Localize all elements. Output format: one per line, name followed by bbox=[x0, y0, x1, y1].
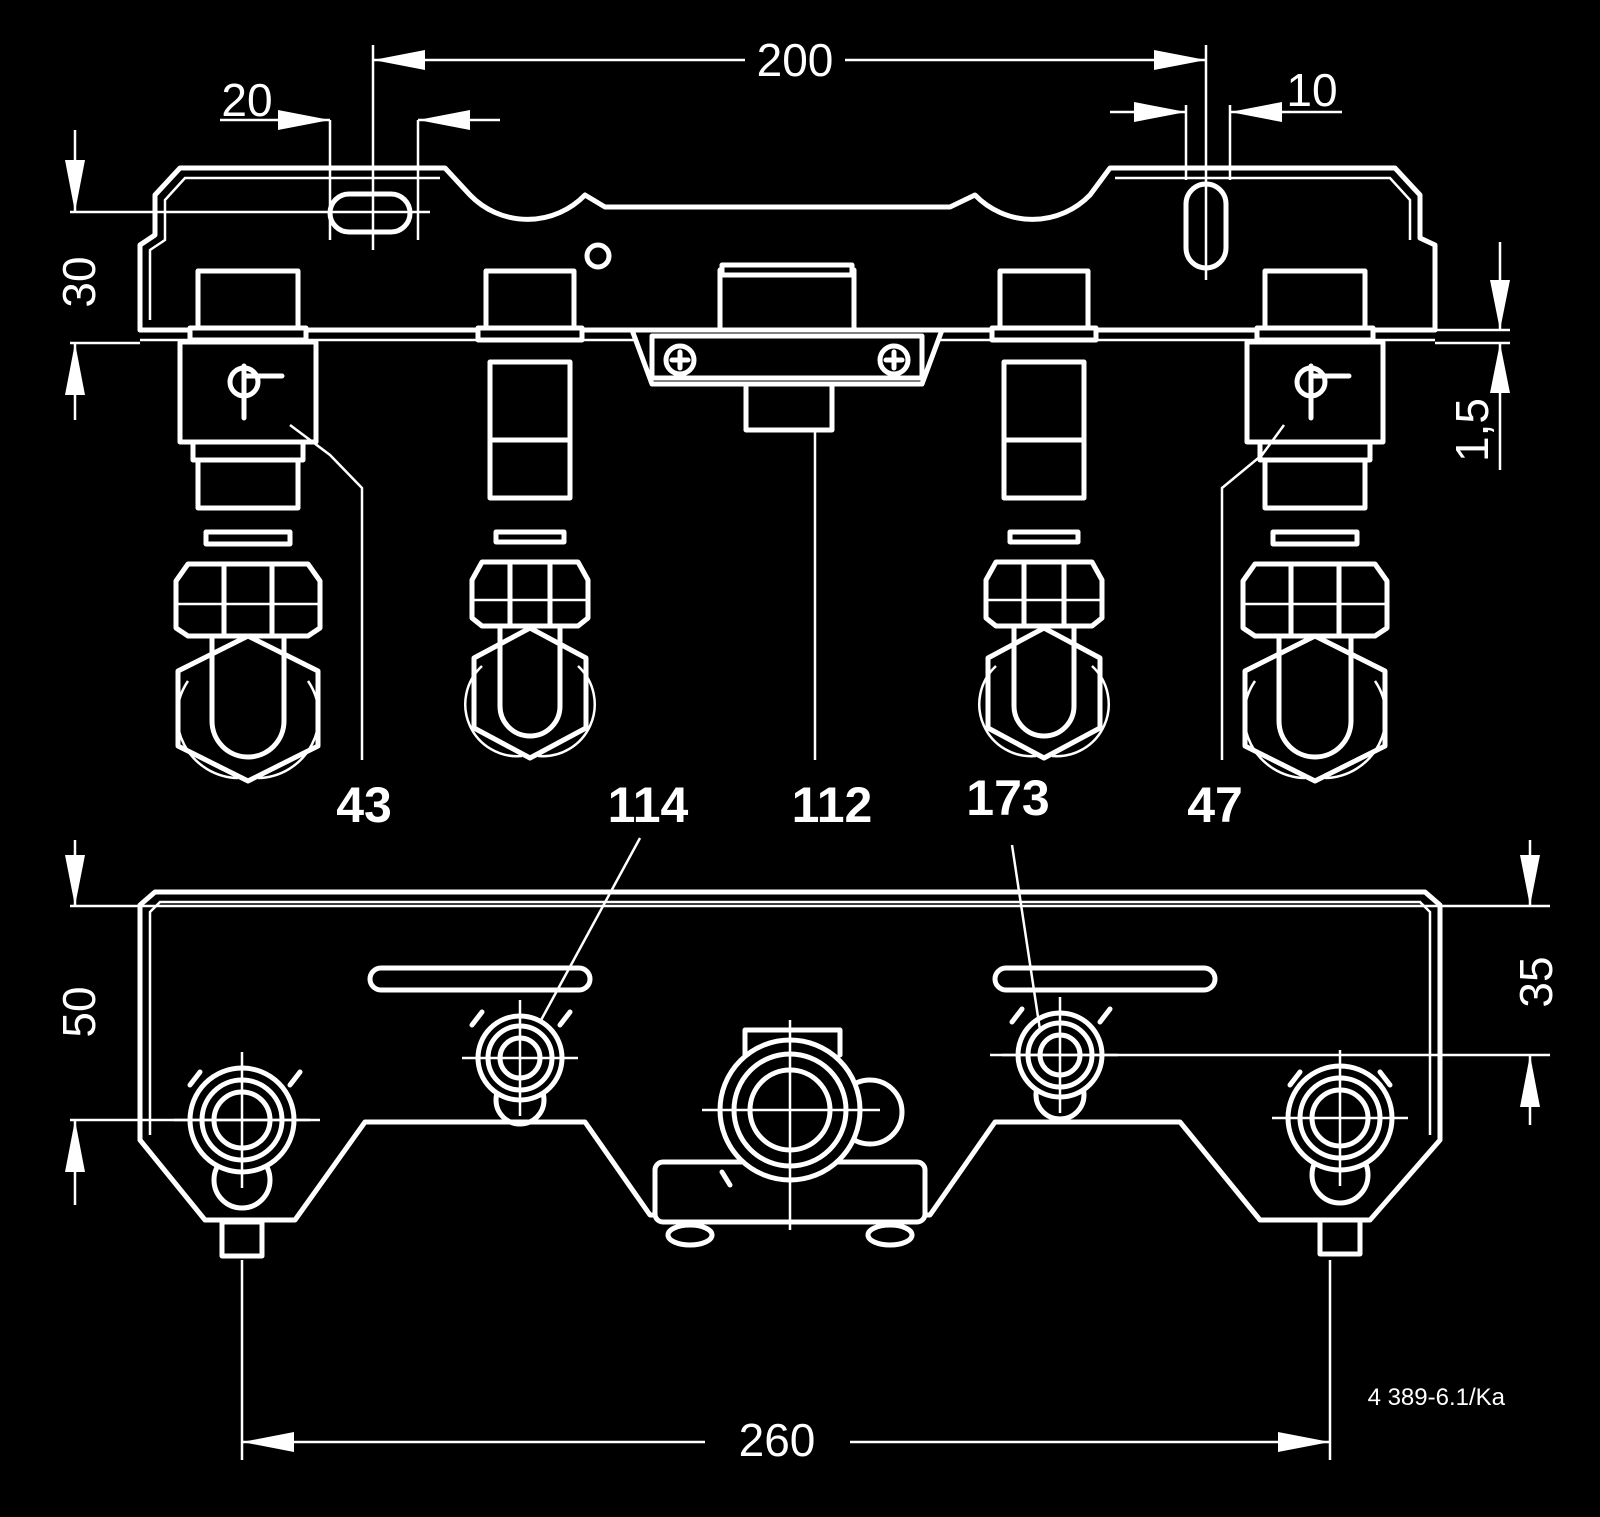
dimension-1-5: 1,5 bbox=[1446, 398, 1498, 462]
fitting-43 bbox=[176, 271, 320, 781]
dimension-200: 200 bbox=[757, 34, 834, 86]
dimension-35: 35 bbox=[1510, 956, 1562, 1007]
dimension-10: 10 bbox=[1286, 64, 1337, 116]
bottom-dimensions: 50 35 260 bbox=[53, 840, 1562, 1466]
dimension-260: 260 bbox=[739, 1414, 816, 1466]
drawing-reference: 4 389-6.1/Ka bbox=[1368, 1384, 1506, 1411]
fitting-173 bbox=[979, 271, 1108, 758]
fitting-112 bbox=[629, 262, 945, 760]
fitting-114 bbox=[465, 271, 594, 758]
callout-43: 43 bbox=[336, 777, 392, 833]
callout-47: 47 bbox=[1187, 777, 1243, 833]
base-plate bbox=[137, 889, 1443, 1223]
fitting-47 bbox=[1243, 271, 1387, 781]
front-view bbox=[137, 165, 1438, 781]
dimension-30: 30 bbox=[53, 256, 105, 307]
dimension-20: 20 bbox=[221, 74, 272, 126]
plan-fitting-47 bbox=[1272, 1050, 1408, 1186]
callout-112: 112 bbox=[792, 777, 873, 833]
plan-fitting-112 bbox=[652, 1020, 928, 1248]
plan-view bbox=[137, 837, 1443, 1259]
callout-114: 114 bbox=[608, 777, 689, 833]
top-dimensions: 200 20 10 30 1,5 bbox=[53, 34, 1510, 470]
dimension-50: 50 bbox=[53, 986, 105, 1037]
callout-173: 173 bbox=[966, 770, 1049, 826]
mounting-plate bbox=[137, 165, 1438, 333]
